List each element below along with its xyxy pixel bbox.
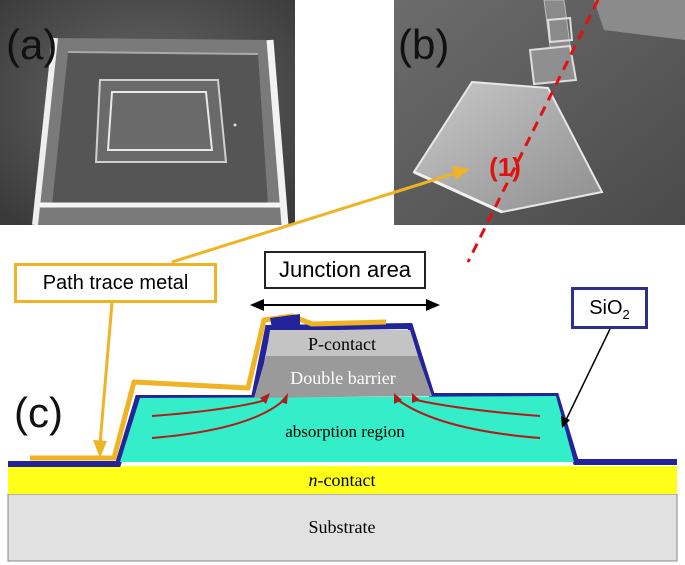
panel-b-label: (b) [398, 21, 450, 68]
connector-arrowhead-icon [452, 166, 470, 180]
sio2-arrowhead-icon [561, 416, 570, 428]
sio2-callout-subscript: 2 [622, 307, 630, 322]
absorption-region-label: absorption region [285, 422, 405, 441]
carrier-arrowheads [260, 393, 420, 404]
sem-image-b-drawing [394, 0, 685, 225]
n-contact-label: n-contact [309, 470, 376, 490]
p-contact-layer [266, 330, 418, 356]
junction-left-arrowhead-icon [250, 299, 264, 311]
sem-image-a [0, 0, 295, 225]
path-trace-arrowhead-icon [93, 440, 107, 458]
sem-image-a-drawing [0, 0, 295, 225]
carrier-flow-arrows [151, 399, 541, 439]
junction-right-arrowhead-icon [426, 299, 440, 311]
metal-trace [30, 313, 387, 461]
absorption-region [120, 396, 574, 462]
double-barrier-label: Double barrier [290, 368, 395, 388]
metal-connector-line [171, 171, 457, 264]
n-contact-label-rest: -contact [318, 470, 376, 490]
p-contact-label: P-contact [308, 334, 376, 354]
sio2-callout-main: SiO [589, 297, 623, 319]
sio2-layer [8, 322, 677, 467]
junction-area-callout: Junction area [264, 251, 426, 289]
n-contact-layer [8, 466, 677, 494]
double-barrier-layer [254, 356, 432, 398]
n-contact-label-italic: n [309, 470, 318, 490]
substrate-layer [7, 493, 678, 562]
panel-a-label: (a) [6, 21, 58, 68]
sem-image-b [394, 0, 685, 225]
path-trace-pointer [98, 302, 114, 445]
marker-1-label: (1) [489, 152, 521, 182]
red-dashed-line [466, 0, 600, 263]
sio2-callout: SiO2 [571, 287, 648, 329]
metal-contact-pad [270, 314, 300, 328]
substrate-label: Substrate [309, 517, 376, 537]
panel-c-label: (c) [14, 389, 63, 436]
path-trace-metal-callout: Path trace metal [14, 263, 217, 303]
sio2-pointer [565, 328, 611, 421]
